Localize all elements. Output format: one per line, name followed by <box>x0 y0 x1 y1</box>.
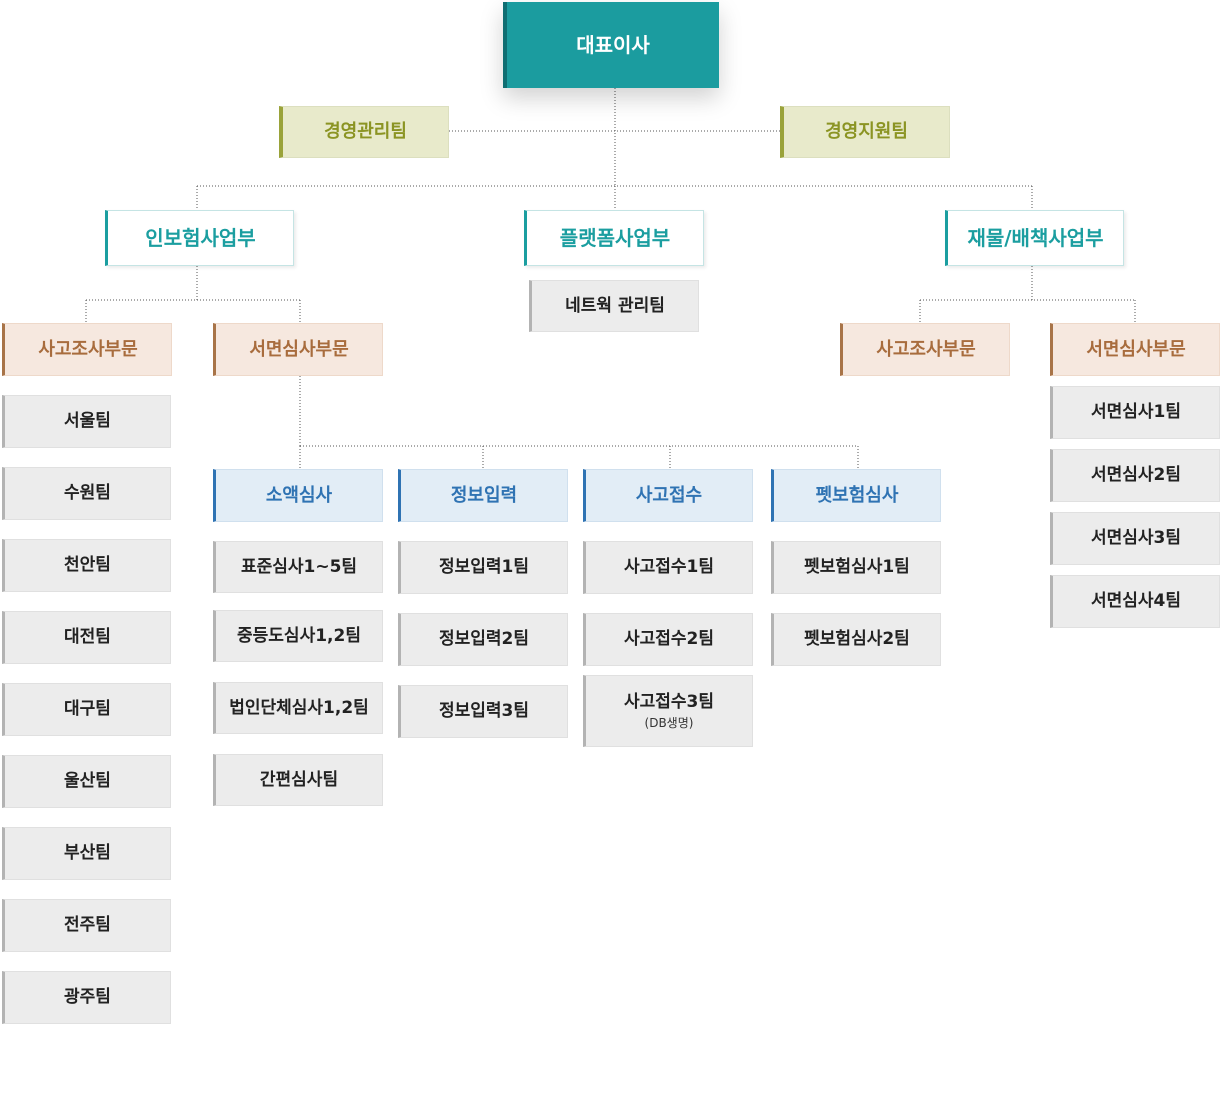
small-claims-team: 중등도심사1,2팀 <box>213 610 383 662</box>
regional-team: 천안팀 <box>2 539 171 592</box>
regional-team: 대전팀 <box>2 611 171 664</box>
regional-team: 전주팀 <box>2 899 171 952</box>
property-document-section: 서면심사부문 <box>1050 323 1220 376</box>
small-claims-team: 법인단체심사1,2팀 <box>213 682 383 734</box>
regional-team: 수원팀 <box>2 467 171 520</box>
regional-team: 광주팀 <box>2 971 171 1024</box>
division-platform: 플랫폼사업부 <box>524 210 704 266</box>
claim-intake-team: 사고접수1팀 <box>583 541 753 594</box>
property-accident-section: 사고조사부문 <box>840 323 1010 376</box>
regional-team: 서울팀 <box>2 395 171 448</box>
property-document-team: 서면심사4팀 <box>1050 575 1220 628</box>
claim-intake-team-3-note: (DB생명) <box>644 715 694 730</box>
property-document-team: 서면심사3팀 <box>1050 512 1220 565</box>
ceo-box: 대표이사 <box>503 2 719 88</box>
group-info-input: 정보입력 <box>398 469 568 522</box>
property-document-team: 서면심사2팀 <box>1050 449 1220 502</box>
division-property: 재물/배책사업부 <box>945 210 1124 266</box>
insurance-accident-section: 사고조사부문 <box>2 323 172 376</box>
group-claim-intake: 사고접수 <box>583 469 753 522</box>
info-input-team: 정보입력1팀 <box>398 541 568 594</box>
info-input-team: 정보입력3팀 <box>398 685 568 738</box>
property-document-team: 서면심사1팀 <box>1050 386 1220 439</box>
small-claims-team: 표준심사1~5팀 <box>213 541 383 593</box>
claim-intake-team: 사고접수2팀 <box>583 613 753 666</box>
pet-insurance-team: 펫보험심사1팀 <box>771 541 941 594</box>
group-small-claims: 소액심사 <box>213 469 383 522</box>
pet-insurance-team: 펫보험심사2팀 <box>771 613 941 666</box>
regional-team: 부산팀 <box>2 827 171 880</box>
claim-intake-team-3-label: 사고접수3팀 <box>623 692 715 713</box>
small-claims-team: 간편심사팀 <box>213 754 383 806</box>
management-team-left: 경영관리팀 <box>279 106 449 158</box>
regional-team: 울산팀 <box>2 755 171 808</box>
info-input-team: 정보입력2팀 <box>398 613 568 666</box>
management-team-right: 경영지원팀 <box>780 106 950 158</box>
group-pet-insurance: 펫보험심사 <box>771 469 941 522</box>
division-insurance: 인보험사업부 <box>105 210 294 266</box>
insurance-document-section: 서면심사부문 <box>213 323 383 376</box>
platform-network-team: 네트웍 관리팀 <box>529 280 699 332</box>
regional-team: 대구팀 <box>2 683 171 736</box>
claim-intake-team-3: 사고접수3팀 (DB생명) <box>583 675 753 747</box>
